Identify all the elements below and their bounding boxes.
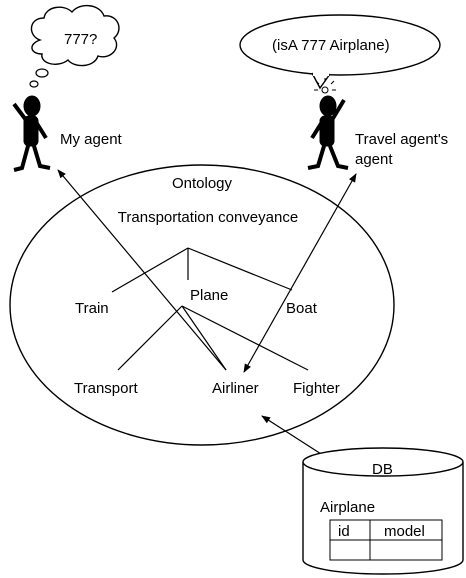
my-agent-thought-text: 777? (64, 31, 97, 48)
db-table-name: Airplane (320, 499, 375, 516)
my-agent-label: My agent (60, 131, 123, 148)
thought-cloud: 777? (29, 5, 120, 88)
lightbulb-icon (314, 78, 336, 94)
travel-agent-label-line1: Travel agent's (355, 131, 448, 148)
arrow-travel-agent-airliner (243, 173, 357, 373)
db-cylinder (302, 447, 464, 575)
arrow-my-agent-airliner (57, 169, 227, 371)
node-transport: Transport (74, 380, 138, 397)
travel-agent-speech-text: (isA 777 Airplane) (272, 37, 390, 54)
travel-agent-figure (307, 95, 349, 170)
db-column-id: id (338, 523, 350, 540)
ontology-root-label: Transportation conveyance (118, 209, 298, 226)
node-airliner: Airliner (212, 380, 259, 397)
node-train: Train (75, 300, 109, 317)
ontology-title: Ontology (172, 175, 233, 192)
travel-agent-label-line2: agent (355, 151, 393, 168)
node-fighter: Fighter (293, 380, 340, 397)
db-title: DB (372, 461, 393, 478)
node-boat: Boat (286, 300, 318, 317)
my-agent-figure (12, 95, 51, 172)
ontology-boundary (9, 164, 395, 446)
db-column-model: model (384, 523, 425, 540)
speech-bubble: (isA 777 Airplane) (239, 14, 441, 90)
db-table (329, 519, 443, 561)
node-plane: Plane (190, 287, 228, 304)
